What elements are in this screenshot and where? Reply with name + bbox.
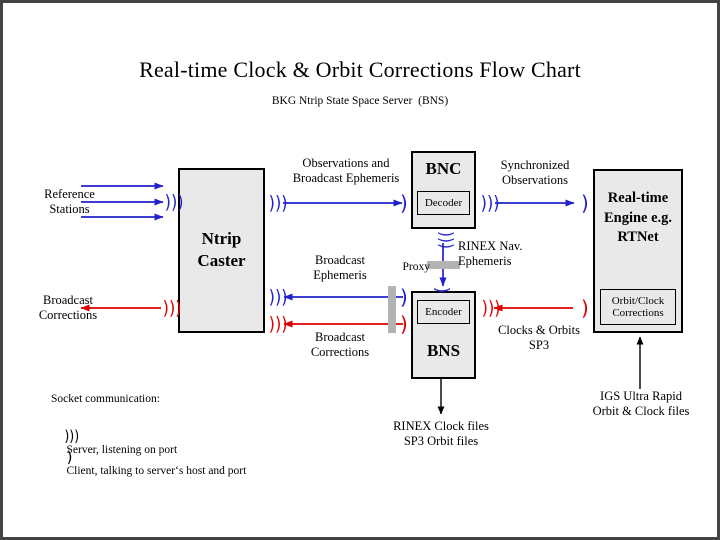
observations-ephemeris-label: Observations and Broadcast Ephemeris (292, 156, 400, 185)
bns-encoder-subbox[interactable]: Encoder (417, 300, 470, 324)
rinex-nav-ephemeris-label: RINEX Nav. Ephemeris (458, 239, 523, 268)
page-subtitle: BKG Ntrip State Space Server (BNS) (271, 95, 449, 107)
legend-server-text: Server, listening on port (66, 444, 178, 456)
server-wave-icon: ))) (268, 286, 288, 308)
server-wave-icon: ))) (164, 191, 184, 213)
bns-label: BNS (426, 341, 461, 360)
server-wave-icon: ))) (435, 231, 457, 249)
rtnet-orbit-clock-subbox[interactable]: Orbit/Clock Corrections (600, 289, 676, 325)
proxy-bar-vertical (388, 286, 396, 333)
reference-stations-label: Reference Stations (44, 187, 95, 216)
igs-ultra-rapid-label: IGS Ultra Rapid Orbit & Clock files (592, 389, 690, 418)
legend-client-row: ) Client, talking to server‘s host and p… (51, 438, 247, 489)
server-wave-icon: ))) (268, 192, 288, 214)
bnc-label: BNC (425, 159, 462, 178)
client-arc-icon: ) (400, 312, 408, 336)
proxy-bar-horizontal (427, 261, 460, 269)
legend-client-text: Client, talking to server‘s host and por… (66, 465, 247, 477)
client-arc-icon: ) (400, 191, 408, 215)
broadcast-corrections-mid-label: Broadcast Corrections (310, 330, 370, 359)
rtnet-label: Real-time Engine e.g. RTNet (603, 190, 673, 246)
rinex-clock-files-label: RINEX Clock files SP3 Orbit files (393, 419, 489, 448)
bnc-decoder-subbox[interactable]: Decoder (417, 191, 470, 215)
server-wave-icon: ))) (63, 427, 79, 445)
server-wave-icon: ))) (162, 297, 182, 319)
client-arc-icon: ) (431, 286, 453, 294)
server-wave-icon: ))) (480, 192, 500, 214)
ntrip-caster-label: Ntrip Caster (197, 229, 246, 271)
proxy-label: Proxy (402, 261, 430, 273)
bnc-box[interactable]: BNC (411, 151, 476, 229)
client-arc-icon: ) (581, 191, 589, 215)
synchronized-observations-label: Synchronized Observations (500, 158, 570, 187)
broadcast-corrections-left-label: Broadcast Corrections (38, 293, 98, 322)
clocks-orbits-sp3-label: Clocks & Orbits SP3 (498, 323, 580, 352)
legend-server-row: ))) Server, listening on port (51, 417, 177, 468)
legend-heading: Socket communication: (51, 393, 160, 405)
server-wave-icon: ))) (481, 297, 501, 319)
broadcast-ephemeris-label: Broadcast Ephemeris (313, 253, 367, 282)
client-arc-icon: ) (66, 448, 73, 466)
ntrip-caster-box[interactable]: Ntrip Caster (178, 168, 265, 333)
client-arc-icon: ) (581, 296, 589, 320)
server-wave-icon: ))) (268, 313, 288, 335)
page-title: Real-time Clock & Orbit Corrections Flow… (139, 57, 581, 82)
client-arc-icon: ) (400, 285, 408, 309)
